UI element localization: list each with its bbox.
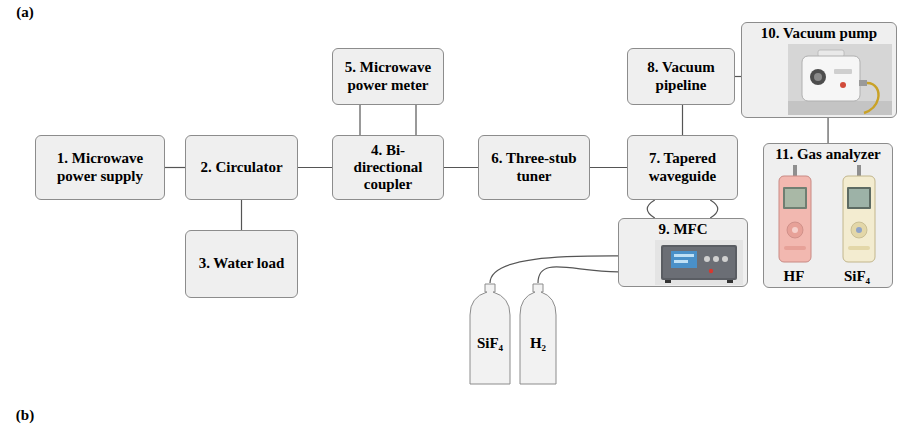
- node-text: SiF₄: [477, 335, 503, 352]
- process-box: 2. Circulator: [185, 135, 298, 200]
- connector-line: [241, 200, 242, 230]
- gas-cylinder: SiF₄: [468, 283, 512, 385]
- panel-label: (b): [10, 407, 40, 424]
- connector-line: [590, 167, 627, 168]
- connector-line: [490, 256, 618, 283]
- node-text: 9. MFC: [658, 221, 707, 238]
- node-text: 6. Three-stub tuner: [484, 150, 584, 185]
- node-text: H₂: [530, 335, 546, 352]
- equipment-photo-box: 9. MFC: [618, 218, 748, 287]
- gas-cylinder: H₂: [518, 283, 558, 385]
- process-box: 7. Tapered waveguide: [627, 135, 738, 200]
- node-text: 7. Tapered waveguide: [633, 150, 732, 185]
- equipment-photo-box: 11. Gas analyzer: [763, 143, 893, 288]
- gas-cylinder-outline: [468, 283, 512, 385]
- connector-line: [538, 267, 618, 283]
- node-text: 4. Bi-directional coupler: [338, 142, 438, 194]
- device-label: SiF₄: [835, 268, 879, 285]
- node-text: 3. Water load: [199, 255, 285, 272]
- equipment-photo-box: 10. Vacuum pump: [741, 22, 897, 118]
- instrument-box: 5. Microwave power meter: [332, 48, 444, 105]
- process-box: 4. Bi-directional coupler: [332, 135, 444, 200]
- process-box: 6. Three-stub tuner: [478, 135, 590, 200]
- process-box: 8. Vacuum pipeline: [627, 48, 735, 105]
- node-text: 11. Gas analyzer: [775, 146, 880, 163]
- connector-line: [682, 105, 683, 135]
- connector-line: [165, 167, 185, 168]
- connector-line: [359, 105, 360, 135]
- connector-line: [647, 200, 655, 218]
- process-box: 3. Water load: [185, 230, 298, 298]
- connector-line: [827, 118, 828, 143]
- connector-line: [710, 200, 718, 218]
- node-text: 8. Vacuum pipeline: [633, 59, 729, 94]
- gas-cylinder-outline: [518, 283, 558, 385]
- panel-label: (a): [10, 4, 40, 21]
- node-text: 1. Microwave power supply: [41, 150, 159, 185]
- node-text: 5. Microwave power meter: [338, 59, 438, 94]
- process-box: 1. Microwave power supply: [35, 135, 165, 200]
- connector-line: [298, 167, 332, 168]
- node-text: 10. Vacuum pump: [761, 25, 877, 42]
- gas-analyzer-illustration: [764, 144, 894, 289]
- device-label: HF: [774, 268, 814, 285]
- node-text: 2. Circulator: [200, 159, 282, 176]
- connector-line: [444, 167, 478, 168]
- connector-line: [415, 105, 416, 135]
